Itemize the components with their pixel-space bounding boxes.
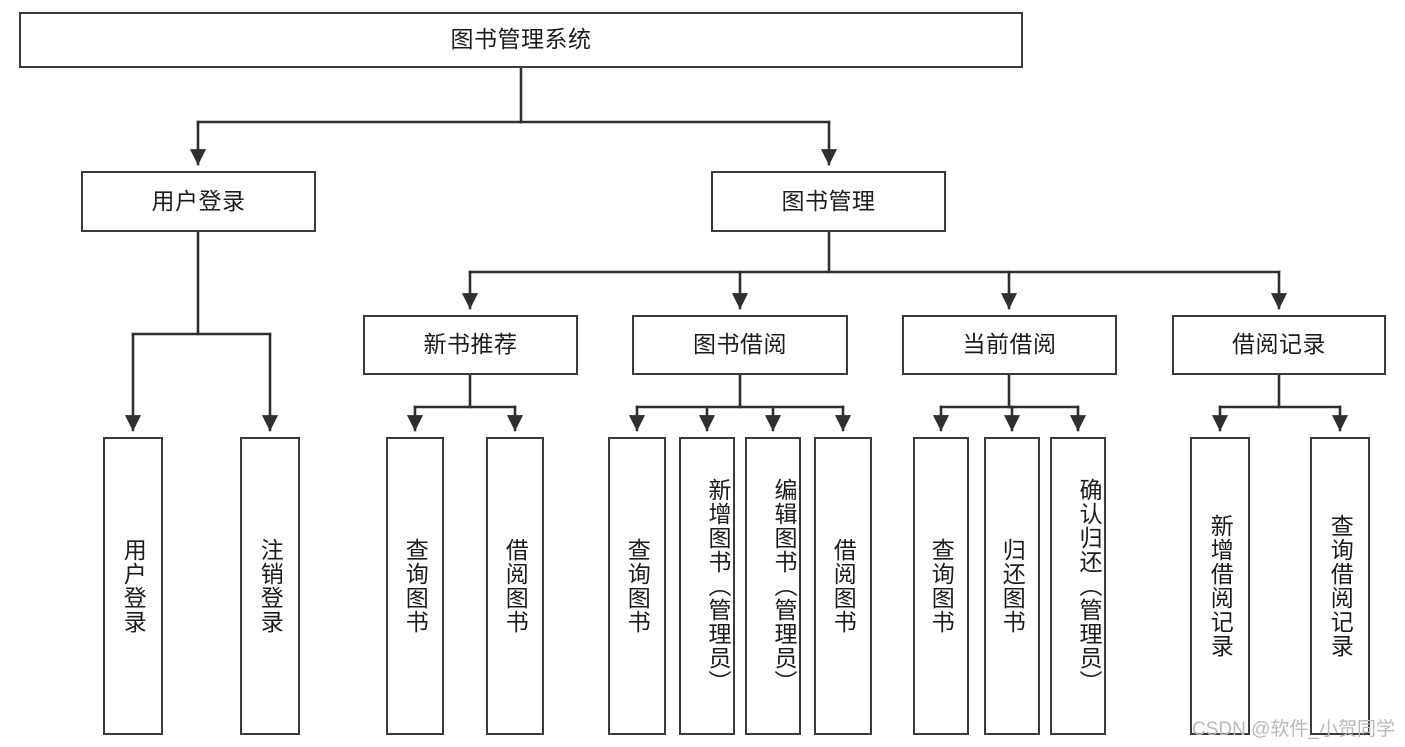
node-root[interactable]: 图书管理系统 — [19, 12, 1023, 68]
leaf-add-borrow-record-label: 新增借阅记录 — [1207, 514, 1234, 658]
leaf-borrow-book-recommend[interactable]: 借阅图书 — [486, 437, 544, 735]
leaf-query-book-borrow-label: 查询图书 — [624, 538, 651, 634]
leaf-add-borrow-record[interactable]: 新增借阅记录 — [1190, 437, 1250, 735]
leaf-query-book-borrow[interactable]: 查询图书 — [608, 437, 666, 735]
leaf-query-borrow-record[interactable]: 查询借阅记录 — [1310, 437, 1370, 735]
leaf-logout-label: 注销登录 — [257, 538, 284, 634]
node-book-management[interactable]: 图书管理 — [711, 171, 946, 232]
leaf-logout[interactable]: 注销登录 — [240, 437, 300, 735]
leaf-query-book-current-label: 查询图书 — [928, 538, 955, 634]
node-current-borrow-label: 当前借阅 — [962, 331, 1057, 358]
node-borrow-record[interactable]: 借阅记录 — [1172, 315, 1386, 375]
leaf-edit-book-admin-label: 编辑图书（管理员） — [771, 478, 797, 694]
leaf-query-borrow-record-label: 查询借阅记录 — [1327, 514, 1354, 658]
leaf-user-login-label: 用户登录 — [120, 538, 147, 634]
leaf-query-book-current[interactable]: 查询图书 — [913, 437, 969, 735]
leaf-query-book-recommend[interactable]: 查询图书 — [386, 437, 444, 735]
leaf-borrow-book-label: 借阅图书 — [830, 538, 857, 634]
leaf-confirm-return-admin-label: 确认归还（管理员） — [1076, 478, 1102, 694]
leaf-return-book-label: 归还图书 — [999, 538, 1026, 634]
node-book-borrow-label: 图书借阅 — [693, 331, 787, 358]
node-book-borrow[interactable]: 图书借阅 — [632, 315, 848, 375]
leaf-add-book-admin-label: 新增图书（管理员） — [705, 478, 731, 694]
node-new-book-recommend-label: 新书推荐 — [423, 331, 518, 358]
node-borrow-record-label: 借阅记录 — [1232, 331, 1326, 358]
node-user-login-label: 用户登录 — [151, 187, 246, 214]
leaf-query-book-recommend-label: 查询图书 — [402, 538, 429, 634]
leaf-edit-book-admin[interactable]: 编辑图书（管理员） — [745, 437, 801, 735]
node-book-management-label: 图书管理 — [781, 187, 876, 214]
node-root-label: 图书管理系统 — [450, 26, 592, 53]
watermark: CSDN @软件_小贺同学 — [1192, 719, 1395, 740]
leaf-borrow-book-recommend-label: 借阅图书 — [502, 538, 529, 634]
leaf-borrow-book[interactable]: 借阅图书 — [814, 437, 872, 735]
node-new-book-recommend[interactable]: 新书推荐 — [363, 315, 578, 375]
leaf-user-login[interactable]: 用户登录 — [103, 437, 163, 735]
leaf-confirm-return-admin[interactable]: 确认归还（管理员） — [1050, 437, 1106, 735]
node-user-login[interactable]: 用户登录 — [81, 171, 316, 232]
leaf-return-book[interactable]: 归还图书 — [984, 437, 1040, 735]
node-current-borrow[interactable]: 当前借阅 — [902, 315, 1117, 375]
leaf-add-book-admin[interactable]: 新增图书（管理员） — [679, 437, 735, 735]
